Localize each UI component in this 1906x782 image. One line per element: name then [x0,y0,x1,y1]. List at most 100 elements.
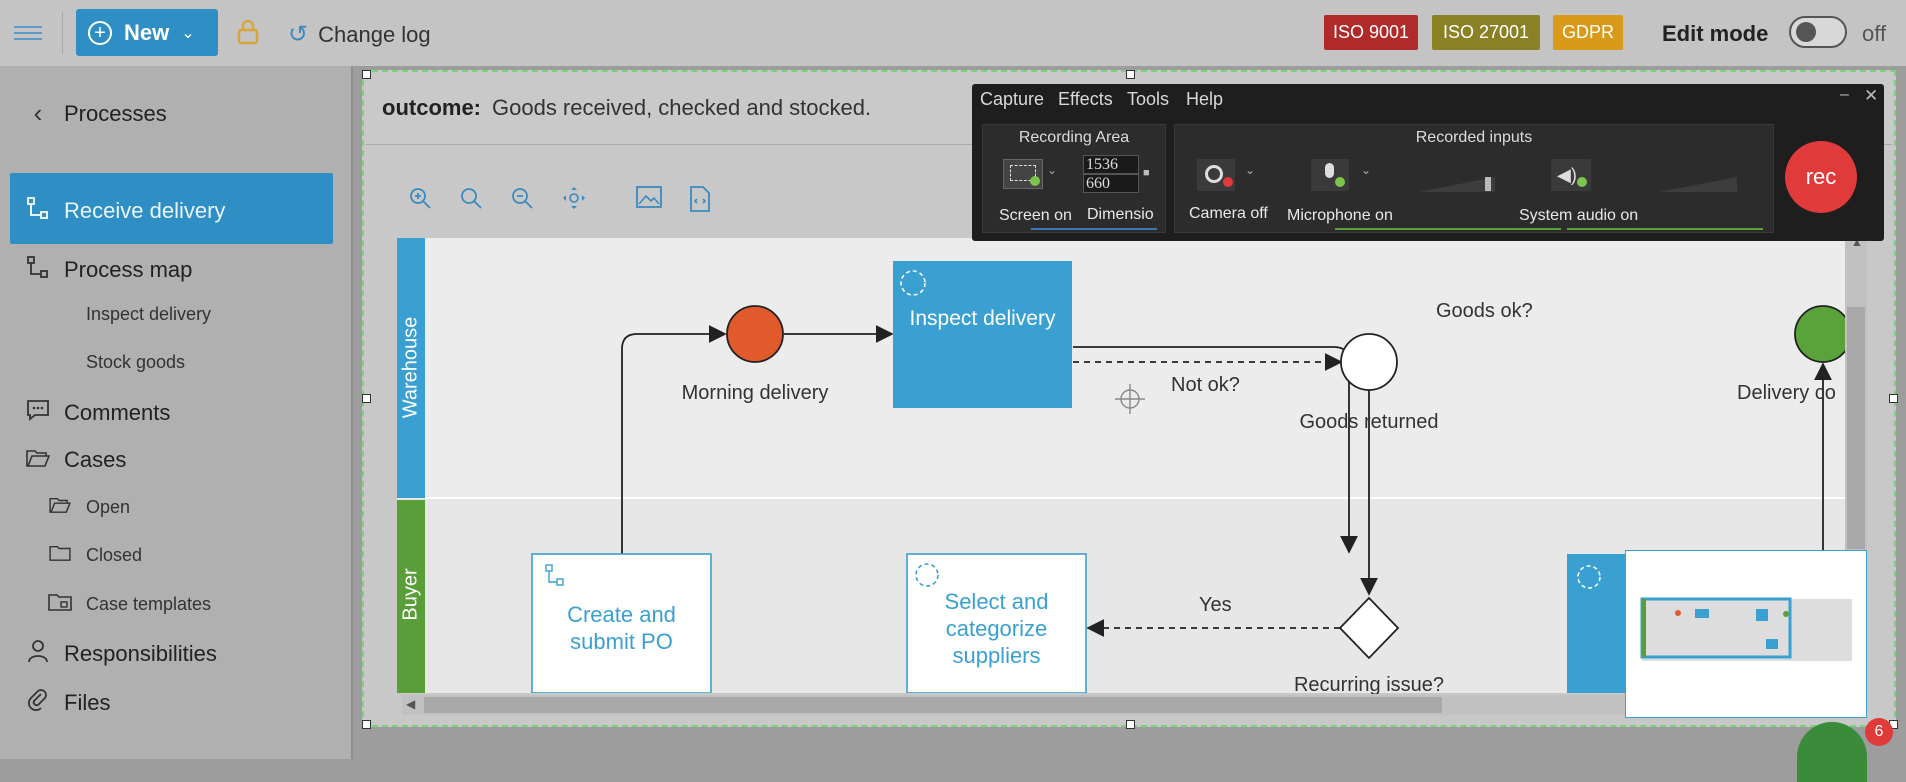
change-log-link[interactable]: ↺ Change log [288,20,431,49]
close-icon[interactable]: ✕ [1864,86,1879,105]
resize-handle[interactable] [1889,394,1898,403]
resize-handle[interactable] [362,394,371,403]
sidebar-item-receive-delivery[interactable] [10,173,333,244]
zoom-out-icon[interactable] [510,186,534,216]
sidebar-item-comments[interactable]: Comments [26,399,170,426]
microphone-icon[interactable] [1311,159,1349,191]
system-audio-level [1567,228,1763,230]
scroll-up-icon[interactable]: ▲ [1851,235,1863,249]
folder-template-icon [48,592,72,617]
recurring-issue-label: Recurring issue? [1293,674,1445,694]
resize-handle[interactable] [1126,70,1135,79]
width-input[interactable]: 1536 [1083,155,1139,174]
create-po-label: Create and submit PO [532,601,711,655]
camera-icon[interactable] [1197,159,1235,191]
process-map-icon [26,255,50,284]
recorded-inputs-panel: Recorded inputs ⌄ Camera off ⌄ Microphon… [1174,124,1774,233]
chat-launcher[interactable] [1797,722,1867,782]
create-po-line: submit PO [570,629,673,654]
resize-handle[interactable] [362,720,371,729]
lane-buyer-label: Buyer [397,500,425,693]
sidebar-item-label: Closed [86,545,143,565]
badge-gdpr[interactable]: GDPR [1553,15,1623,50]
minimap[interactable] [1625,550,1867,718]
menu-capture[interactable]: Capture [980,89,1045,109]
fit-screen-icon[interactable] [562,186,586,216]
loop-icon [900,270,926,296]
camera-label: Camera off [1189,205,1268,222]
minimap-preview [1640,597,1852,661]
end-event-delivery[interactable] [1794,305,1852,363]
sidebar-item-case-templates[interactable]: Case templates [48,592,211,617]
scroll-left-icon[interactable]: ◀ [406,697,416,711]
badge-iso-9001[interactable]: ISO 9001 [1324,15,1418,50]
recorded-inputs-title: Recorded inputs [1415,129,1533,146]
minimize-icon[interactable]: – [1840,86,1849,103]
paperclip-icon [26,688,50,717]
divider [62,12,63,54]
comment-icon [26,399,50,426]
sidebar-item-stock-goods[interactable]: Stock goods [86,352,186,372]
sidebar-item-label: Comments [64,399,171,425]
new-button-label: New [124,19,170,45]
sidebar-item-cases[interactable]: Cases [26,447,126,473]
lane-warehouse-label: Warehouse [397,238,425,498]
lock-icon[interactable] [237,19,259,52]
screen-select-icon[interactable] [1003,159,1043,189]
chevron-down-icon[interactable]: ⌄ [1245,163,1256,177]
end-event-goods-returned[interactable] [1340,333,1398,391]
back-to-processes[interactable]: ‹ Processes [26,98,167,129]
screen-recorder-panel: Capture Effects Tools Help – ✕ Recording… [972,84,1884,241]
menu-effects[interactable]: Effects [1058,89,1113,109]
outcome-value: Goods received, checked and stocked. [492,95,872,120]
image-icon[interactable] [636,186,662,214]
lock-aspect-icon[interactable]: ■ [1143,167,1150,179]
sidebar-item-open[interactable]: Open [48,496,130,519]
task-create-po[interactable] [531,553,712,693]
change-log-label: Change log [318,21,431,47]
task-inspect-delivery[interactable] [893,261,1072,408]
delivery-completed-label: Delivery co [1737,382,1836,404]
system-audio-icon[interactable]: ◀) [1551,159,1591,191]
select-suppliers-label: Select and categorize suppliers [907,588,1086,669]
task-partial[interactable] [1567,554,1627,693]
active-item-content: Receive delivery [26,196,225,225]
task-select-suppliers[interactable] [906,553,1087,693]
badge-iso-27001[interactable]: ISO 27001 [1432,15,1540,50]
resize-handle[interactable] [1126,720,1135,729]
scroll-thumb[interactable] [1847,307,1865,549]
menu-help[interactable]: Help [1186,89,1224,109]
new-button[interactable]: + New ⌄ [76,9,218,56]
move-cursor-icon [1115,384,1145,414]
height-input[interactable]: 660 [1083,174,1139,193]
chevron-down-icon[interactable]: ⌄ [1047,163,1058,177]
microphone-volume-slider[interactable] [1419,171,1497,193]
horizontal-scrollbar[interactable]: ◀ [402,695,1862,715]
chevron-down-icon[interactable]: ⌄ [1361,163,1372,177]
sidebar-item-files[interactable]: Files [26,688,110,717]
scroll-thumb[interactable] [424,697,1442,713]
hamburger-menu-icon[interactable] [14,22,42,42]
create-po-line: Create and [567,602,676,627]
lane-label: Warehouse [399,316,422,419]
start-event-morning-delivery[interactable] [726,305,784,363]
microphone-level [1335,228,1561,230]
notification-count-badge[interactable]: 6 [1865,718,1893,746]
record-button[interactable]: rec [1785,141,1857,213]
zoom-reset-icon[interactable] [459,186,483,216]
select-suppliers-line: Select and [944,589,1049,614]
export-icon[interactable] [689,186,711,218]
edit-mode-toggle[interactable] [1789,16,1847,48]
inspect-delivery-label: Inspect delivery [909,307,1056,330]
sidebar-item-inspect-delivery[interactable]: Inspect delivery [86,304,212,324]
sidebar-item-closed[interactable]: Closed [48,544,142,567]
yes-label: Yes [1199,594,1232,616]
sidebar-item-process-map[interactable]: Process map [26,255,192,284]
zoom-in-icon[interactable] [408,186,432,216]
sidebar-item-responsibilities[interactable]: Responsibilities [26,639,217,668]
resize-handle[interactable] [362,70,371,79]
system-audio-volume-slider[interactable] [1659,171,1739,193]
dimension-label: Dimensio [1087,206,1154,223]
gateway-recurring-issue[interactable] [1338,596,1400,660]
menu-tools[interactable]: Tools [1127,89,1170,109]
